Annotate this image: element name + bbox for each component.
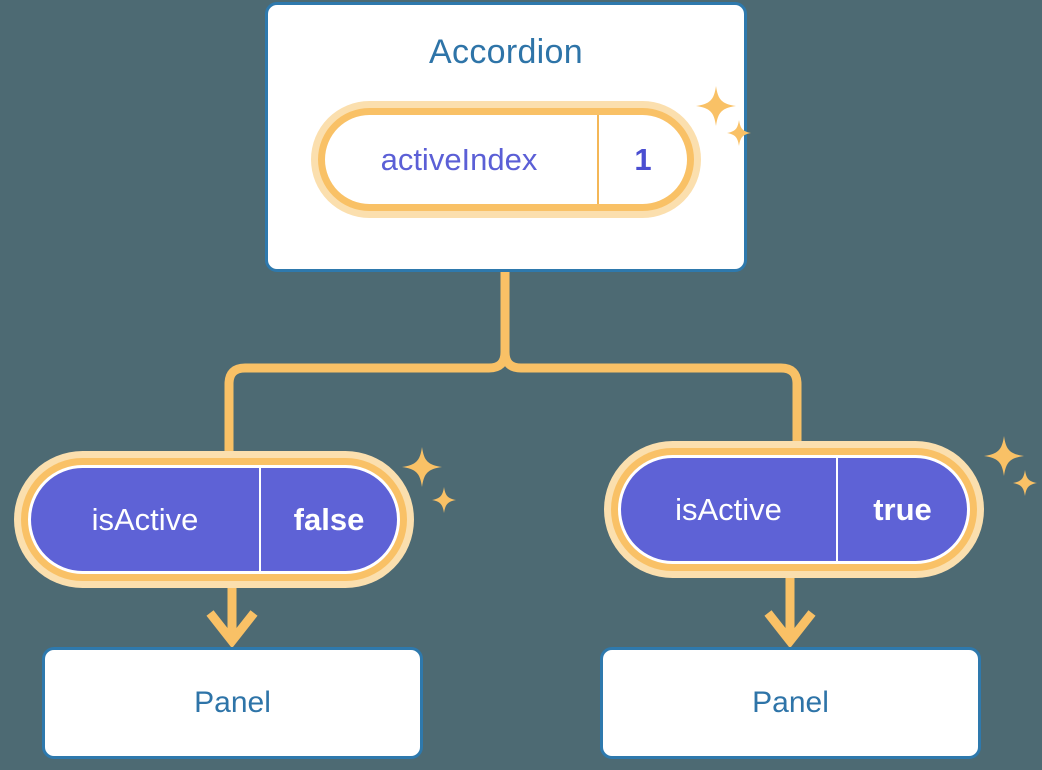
component-card-panel[interactable]: Panel: [42, 647, 423, 759]
state-pill-isactive-true[interactable]: isActive true: [604, 441, 984, 578]
down-arrow-icon: [206, 588, 258, 649]
pill-body: isActive false: [28, 465, 400, 574]
state-value: true: [836, 458, 967, 561]
pill-ring: activeIndex 1: [318, 108, 694, 211]
state-value: 1: [597, 115, 687, 204]
connector-right-branch: [500, 266, 802, 448]
pill-body: activeIndex 1: [325, 115, 687, 204]
state-pill-activeindex[interactable]: activeIndex 1: [311, 101, 701, 218]
state-key: isActive: [91, 501, 199, 537]
pill-ring: isActive true: [611, 448, 977, 571]
page-title: Accordion: [429, 33, 583, 71]
down-arrow-icon: [764, 578, 816, 649]
state-key: isActive: [675, 491, 782, 527]
sparkle-icon: [982, 434, 1038, 506]
state-value: false: [259, 468, 397, 571]
pill-ring: isActive false: [21, 458, 407, 581]
panel-title: Panel: [194, 686, 271, 719]
pill-body: isActive true: [618, 455, 970, 564]
state-key: activeIndex: [380, 141, 538, 177]
panel-title: Panel: [752, 686, 829, 719]
state-pill-isactive-false[interactable]: isActive false: [14, 451, 414, 588]
component-card-panel[interactable]: Panel: [600, 647, 981, 759]
connector-left-branch: [224, 266, 510, 457]
